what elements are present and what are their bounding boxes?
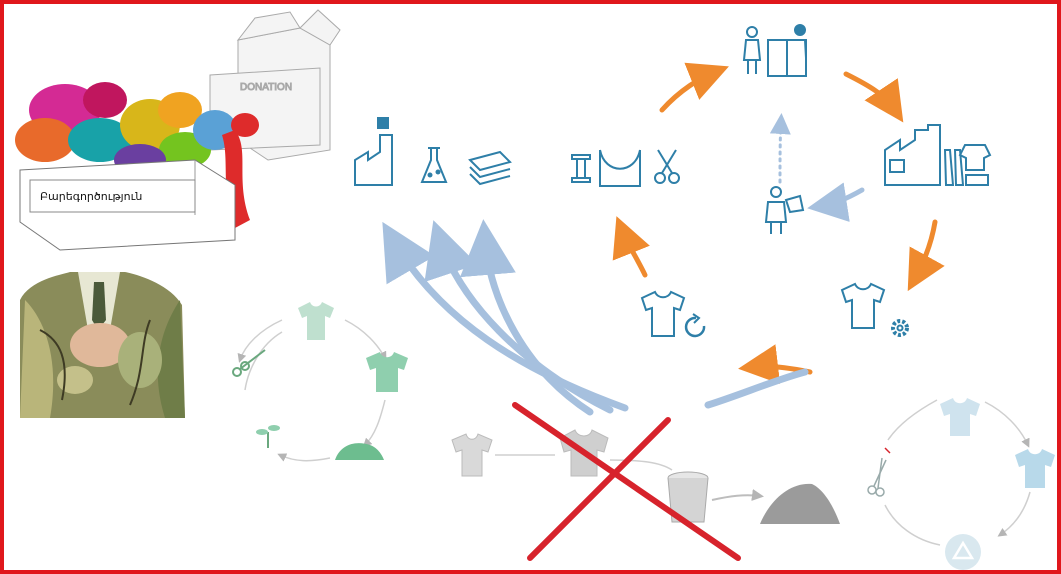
donation-box-label: Բարեգործություն (40, 190, 142, 203)
arrow-shop-to-factory (846, 74, 895, 110)
arrow-design-to-shop (662, 72, 715, 110)
donation-lid-label: DONATION (240, 82, 292, 93)
flask-icon (422, 148, 446, 182)
tshirt-gear-icon (842, 284, 907, 335)
tshirt-recycle-icon (642, 292, 704, 336)
sprout-icon (256, 425, 280, 448)
green-cycle-compost (335, 443, 384, 460)
collar-icon (600, 150, 640, 186)
landfill-pile (760, 484, 840, 524)
arrow-factory-to-repair (915, 222, 935, 278)
fabric-stack-icon (470, 152, 510, 184)
recycle-cycle-scissors-icon (868, 448, 890, 496)
shop-icon (744, 25, 806, 76)
factory-clothes-icon (885, 125, 990, 185)
thread-spool-icon (572, 155, 590, 182)
green-cycle-tshirt-1 (298, 302, 334, 340)
recycle-cycle-tshirt-1 (940, 398, 980, 436)
person-with-tree-suit (20, 272, 185, 418)
recycle-cycle-tshirt-2 (1015, 449, 1055, 488)
factory-icon (355, 118, 392, 185)
donation-box: DONATION Բարեգործություն (15, 10, 340, 250)
recycle-cycle (868, 398, 1055, 570)
arrow-to-cycle (708, 372, 805, 405)
shopper-icon (766, 187, 803, 234)
arrow-shopper-to-shop (780, 122, 781, 182)
scissors-icon (655, 150, 679, 183)
green-cycle (233, 302, 408, 461)
arrow-factory-to-shopper (822, 190, 862, 206)
recycle-icon (945, 534, 981, 570)
green-cycle-tshirt-2 (366, 352, 408, 392)
arrow-reuse-to-design (622, 230, 645, 275)
donation-front-box: Բարեգործություն (20, 160, 235, 250)
